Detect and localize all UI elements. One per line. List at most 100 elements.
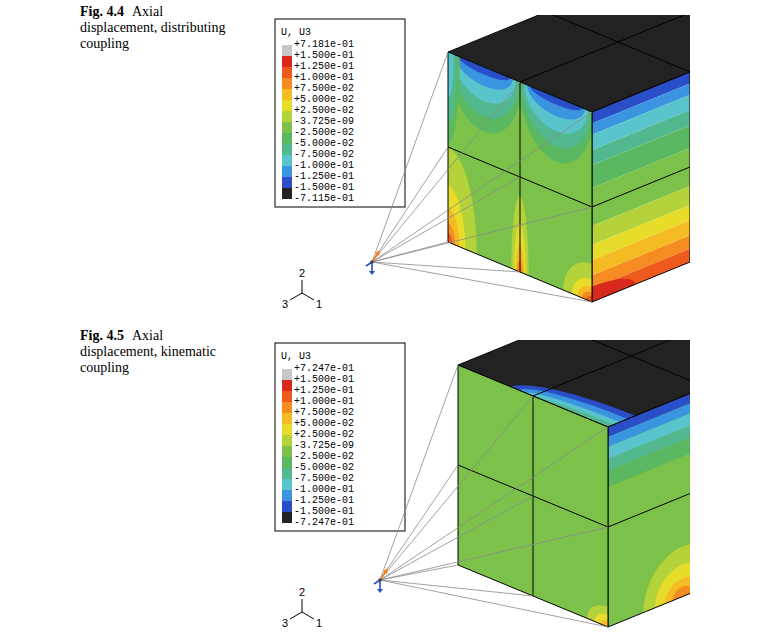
legend-swatch xyxy=(282,144,292,155)
figure-number: Fig. 4.5 xyxy=(80,328,124,344)
contour-band xyxy=(592,269,635,302)
legend-value: +2.500e-02 xyxy=(294,105,354,117)
contour-band xyxy=(521,52,590,161)
legend-swatch xyxy=(282,166,292,177)
contour-band xyxy=(448,52,460,148)
legend-value: -3.725e-09 xyxy=(294,440,354,452)
rp-dot xyxy=(378,578,382,582)
rp-dot xyxy=(370,260,374,264)
mesh-line xyxy=(608,347,690,627)
legend-swatch xyxy=(282,45,292,56)
legend-value: +1.500e-01 xyxy=(294,374,354,386)
legend-swatch xyxy=(282,100,292,111)
contour-band xyxy=(608,391,690,487)
legend-swatch xyxy=(282,468,292,479)
contour-band xyxy=(448,178,465,302)
contour-band xyxy=(452,52,515,114)
contour-band xyxy=(458,52,510,85)
legend-value: -1.000e-01 xyxy=(294,484,354,496)
legend-swatch xyxy=(282,413,292,424)
legend-value: +7.500e-02 xyxy=(294,407,354,419)
contour-band xyxy=(448,52,457,124)
fe-model xyxy=(374,340,690,632)
legend-value: -1.250e-01 xyxy=(294,495,354,507)
legend-swatch xyxy=(282,177,292,188)
legend-swatch xyxy=(282,490,292,501)
contour-band xyxy=(563,252,592,302)
rp-arrow xyxy=(369,271,375,275)
legend-swatch xyxy=(282,111,292,122)
legend-swatch xyxy=(282,457,292,468)
contour-band xyxy=(519,52,592,177)
legend-value: +5.000e-02 xyxy=(294,94,354,106)
legend-swatch xyxy=(282,435,292,446)
legend-swatch xyxy=(282,56,292,67)
legend-value: -1.000e-01 xyxy=(294,160,354,172)
legend-value: -7.500e-02 xyxy=(294,473,354,485)
legend-value: -7.247e-01 xyxy=(294,517,354,529)
legend-swatches xyxy=(282,45,292,523)
fe-model xyxy=(366,15,690,320)
figure-caption: Axial displacement, distributing couplin… xyxy=(80,4,235,52)
axis-label: 2 xyxy=(299,267,305,279)
legend-value: +1.500e-01 xyxy=(294,50,354,62)
axis-label: 3 xyxy=(282,617,288,629)
legend-value: -5.000e-02 xyxy=(294,462,354,474)
legend-value: -3.725e-09 xyxy=(294,116,354,128)
reference-point xyxy=(366,250,380,275)
coupling-line xyxy=(380,365,608,627)
axis-label: 2 xyxy=(299,586,305,598)
contour-band xyxy=(643,531,690,627)
coupling-line xyxy=(372,52,592,302)
legend-swatch xyxy=(282,446,292,457)
rp-arrow xyxy=(383,568,388,574)
legend-value: -7.500e-02 xyxy=(294,149,354,161)
rp-arrow xyxy=(377,589,383,593)
legend-value: -5.000e-02 xyxy=(294,138,354,150)
legend-swatch xyxy=(282,188,292,199)
legend-value: +1.250e-01 xyxy=(294,61,354,73)
contour-band xyxy=(524,52,587,144)
legend-value: -2.500e-02 xyxy=(294,451,354,463)
legend-value: -1.500e-01 xyxy=(294,182,354,194)
legend-swatch xyxy=(282,501,292,512)
side-face xyxy=(608,347,690,632)
legend-title: U, U3 xyxy=(281,351,311,363)
figure-caption: Axial displacement, kinematic coupling xyxy=(80,328,235,376)
contour-band xyxy=(655,553,690,627)
axis-label: 3 xyxy=(282,298,288,310)
legend-swatch xyxy=(282,78,292,89)
mesh-line xyxy=(592,32,690,302)
axis-label: 1 xyxy=(316,298,322,310)
legend-frame xyxy=(275,19,405,207)
axis-triad xyxy=(290,599,314,619)
front-face xyxy=(458,365,629,632)
legend-frame xyxy=(275,343,405,531)
legend-value: +7.181e-01 xyxy=(294,39,354,51)
legend-swatch xyxy=(282,391,292,402)
legend-value: -7.115e-01 xyxy=(294,193,354,205)
contour-band xyxy=(448,52,454,100)
legend-swatch xyxy=(282,512,292,523)
legend-value: -2.500e-02 xyxy=(294,127,354,139)
legend-swatch xyxy=(282,122,292,133)
legend-swatch xyxy=(282,369,292,380)
legend-swatch xyxy=(282,89,292,100)
axis-label: 1 xyxy=(316,617,322,629)
legend-swatch xyxy=(282,380,292,391)
legend-value: +5.000e-02 xyxy=(294,418,354,430)
legend-swatch xyxy=(282,424,292,435)
legend-swatch xyxy=(282,479,292,490)
legend-value: +1.250e-01 xyxy=(294,385,354,397)
legend-value: -1.250e-01 xyxy=(294,171,354,183)
legend-value: +7.247e-01 xyxy=(294,363,354,375)
legend-value: -1.500e-01 xyxy=(294,506,354,518)
figure-number: Fig. 4.4 xyxy=(80,4,124,20)
contour-band xyxy=(665,571,690,621)
legend-value: +1.000e-01 xyxy=(294,72,354,84)
legend-swatch xyxy=(282,402,292,413)
legend-title: U, U3 xyxy=(281,27,311,39)
legend-value: +2.500e-02 xyxy=(294,429,354,441)
